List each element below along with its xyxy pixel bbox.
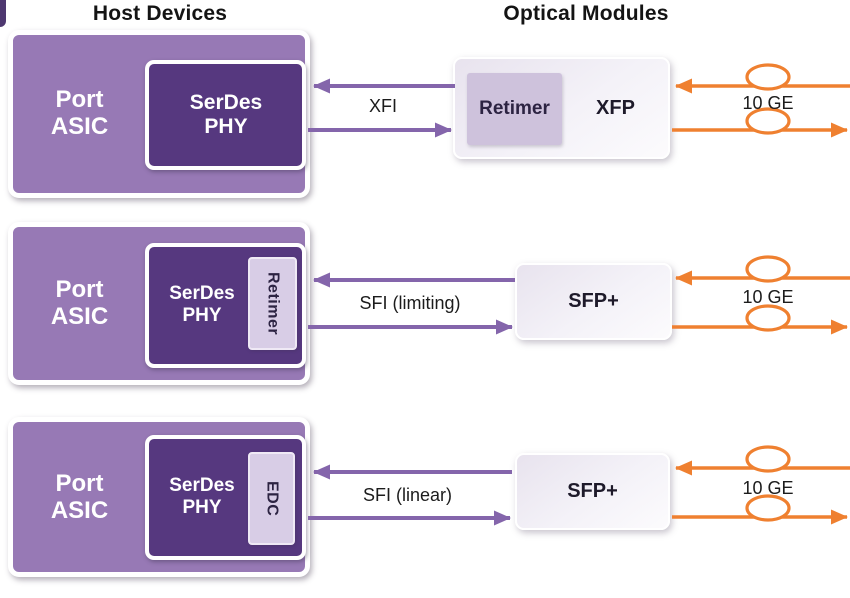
port-asic-label-row2: Port ASIC [50, 276, 109, 330]
retimer-chip: Retimer [467, 73, 562, 145]
serdes-phy-label-row3: SerDes PHY [169, 475, 235, 518]
edc-sub-block: EDC [248, 452, 295, 545]
xfi-link-label: XFI [368, 96, 397, 116]
xfp-label: XFP [596, 97, 635, 119]
sfp-plus-label-row3: SFP+ [567, 480, 618, 502]
fiber-loop-icon [745, 445, 791, 473]
fiber-loop-icon [745, 107, 791, 135]
port-asic-label-row3: Port ASIC [50, 470, 109, 524]
port-asic-label-row1: Port ASIC [50, 86, 109, 140]
retimer-sub-block: Retimer [248, 257, 297, 350]
fiber-loop-icon [745, 63, 791, 91]
sfp-plus-module-box-row3: SFP+ [515, 453, 670, 530]
fiber-rate-label-row2: 10 GE [742, 287, 794, 307]
clipped-box-fragment [0, 0, 6, 27]
optical-modules-header: Optical Modules [503, 2, 669, 25]
fiber-rate-label-row3: 10 GE [742, 478, 794, 498]
fiber-loop-icon [745, 304, 791, 332]
fiber-loop-icon [745, 494, 791, 522]
fiber-rate-label-row1: 10 GE [742, 93, 794, 113]
host-devices-header: Host Devices [92, 2, 228, 25]
sfp-plus-label-row2: SFP+ [568, 290, 619, 312]
serdes-phy-label-row2: SerDes PHY [169, 283, 235, 326]
sfp-plus-module-box-row2: SFP+ [515, 263, 672, 340]
serdes-phy-label-row1: SerDes PHY [189, 91, 263, 138]
sfi-limiting-link-label: SFI (limiting) [359, 293, 461, 313]
sfi-linear-link-label: SFI (linear) [362, 485, 452, 505]
fiber-loop-icon [745, 255, 791, 283]
serdes-phy-box-row1 [145, 60, 306, 170]
